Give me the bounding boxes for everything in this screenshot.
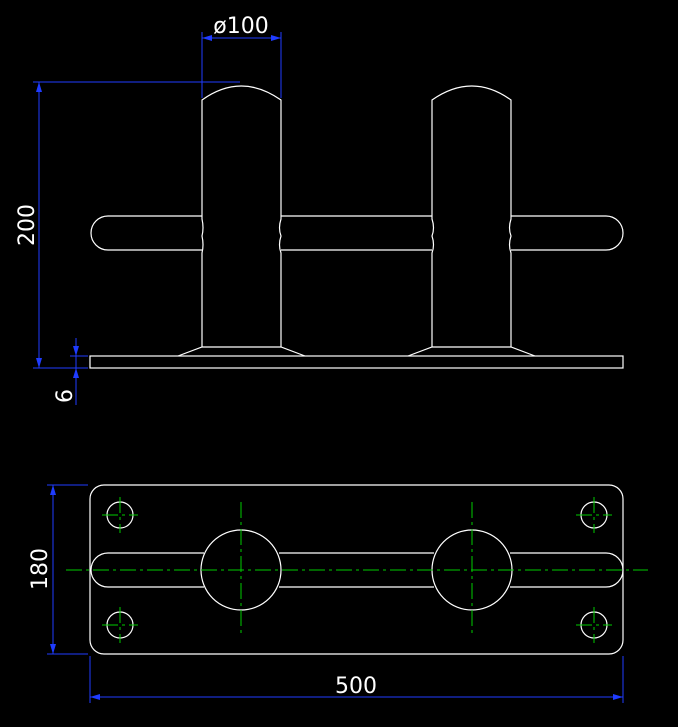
elevation-dimensions bbox=[33, 32, 282, 405]
elevation-base-plate bbox=[89, 355, 624, 369]
right-post-fillet bbox=[407, 346, 536, 357]
diameter-dim-label: ø100 bbox=[213, 14, 268, 39]
plan-centerlines bbox=[66, 497, 648, 643]
plan-crossbar-right bbox=[510, 552, 624, 588]
elevation-view bbox=[89, 85, 624, 369]
left-post-outline bbox=[201, 85, 282, 347]
left-crossbar-arm bbox=[90, 215, 202, 251]
plate-length-dim-label: 500 bbox=[335, 674, 377, 699]
left-post-fillet bbox=[177, 346, 306, 357]
plan-dimensions bbox=[47, 484, 624, 703]
plate-width-dim-label: 180 bbox=[28, 548, 53, 590]
right-post-outline bbox=[431, 85, 512, 347]
height-dim-label: 200 bbox=[15, 204, 40, 246]
right-crossbar-arm bbox=[511, 215, 624, 251]
plate-thickness-dim-label: 6 bbox=[53, 389, 78, 403]
plan-crossbar-left bbox=[90, 552, 204, 588]
